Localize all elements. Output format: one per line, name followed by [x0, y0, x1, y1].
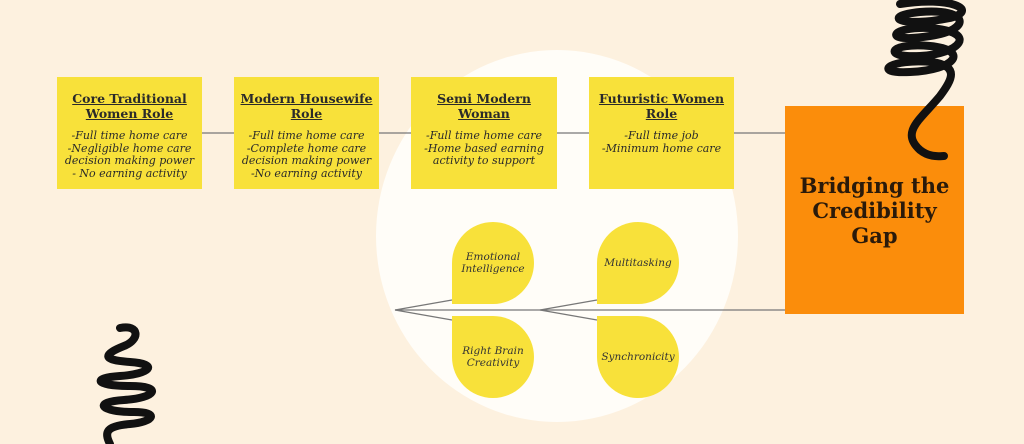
role-line: - No earning activity: [72, 166, 187, 180]
scribble-decoration-bottom: [96, 323, 157, 444]
role-line: -No earning activity: [250, 166, 363, 180]
role-title: Semi Modern Woman: [437, 91, 531, 121]
bridge-box: Bridging the Credibility Gap: [785, 106, 964, 314]
role-title: Core Traditional Women Role: [72, 91, 187, 121]
role-line: activity to support: [432, 154, 536, 167]
role-line: -Home based earning: [424, 141, 544, 155]
role-title: Futuristic Women Role: [598, 91, 725, 121]
role-line: decision making power: [241, 154, 372, 167]
trait-multitasking: Multitasking: [597, 222, 679, 304]
role-line: -Negligible home care: [67, 141, 192, 155]
role-line: -Full time home care: [426, 129, 542, 142]
role-line: -Complete home care: [246, 141, 367, 155]
trait-right-brain-creativity: Right Brain Creativity: [452, 316, 534, 398]
trait-label: Synchronicity: [601, 350, 675, 363]
role-line: -Full time home care: [71, 129, 188, 142]
role-line: -Minimum home care: [601, 141, 722, 155]
role-box-core-traditional: Core Traditional Women Role -Full time h…: [57, 77, 202, 189]
bridge-label: Bridging the Credibility Gap: [799, 172, 950, 248]
trait-synchronicity: Synchronicity: [597, 316, 679, 398]
role-box-modern-housewife: Modern Housewife Role -Full time home ca…: [234, 77, 379, 189]
role-box-semi-modern: Semi Modern Woman -Full time home care -…: [411, 77, 557, 189]
trait-label: Multitasking: [604, 256, 672, 269]
role-line: -Full time job: [624, 129, 699, 142]
role-box-futuristic: Futuristic Women Role -Full time job -Mi…: [589, 77, 734, 189]
role-line: decision making power: [64, 154, 195, 167]
trait-label: Right Brain Creativity: [462, 344, 524, 370]
trait-emotional-intelligence: Emotional Intelligence: [452, 222, 534, 304]
trait-label: Emotional Intelligence: [461, 250, 525, 276]
role-line: -Full time home care: [248, 129, 365, 142]
role-title: Modern Housewife Role: [240, 91, 373, 121]
